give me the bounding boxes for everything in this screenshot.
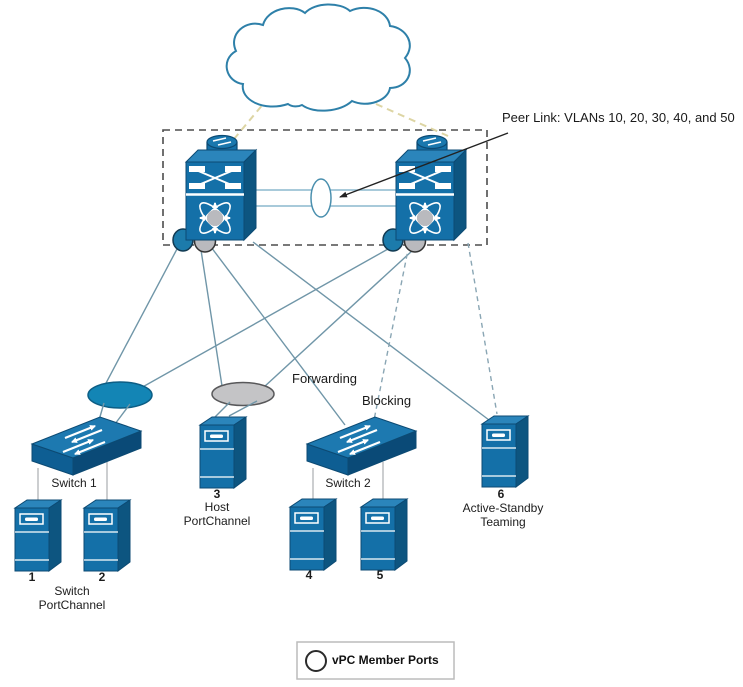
dashed-links — [373, 242, 498, 421]
switch1-icon — [32, 417, 141, 475]
label-connectors — [37, 462, 384, 505]
vpc-member-port-circles — [172, 228, 427, 253]
server5-icon — [360, 498, 408, 571]
legend — [296, 641, 455, 680]
active-standby-teaming-caption: Active-Standby Teaming — [462, 501, 544, 529]
link-active-teaming — [252, 241, 490, 421]
server2-number: 2 — [98, 570, 106, 584]
peer-link — [246, 178, 396, 218]
link-blocking — [373, 244, 410, 421]
legend-vpc-member-ports-label: vPC Member Ports — [332, 653, 439, 667]
network-cloud-icon — [225, 3, 411, 112]
solid-links — [104, 241, 490, 426]
server3-number: 3 — [213, 487, 221, 501]
switch-portchannel-ellipse — [87, 381, 153, 409]
server6-number: 6 — [497, 487, 505, 501]
link-nexus1-host-pc — [200, 249, 223, 387]
link-nexus2-switch1-pc — [138, 248, 389, 390]
switch1-label: Switch 1 — [51, 476, 97, 490]
switch2-label: Switch 2 — [325, 476, 371, 490]
server1-number: 1 — [28, 570, 36, 584]
host-portchannel-caption: Host PortChannel — [183, 500, 251, 528]
peer-link-label: Peer Link: VLANs 10, 20, 30, 40, and 50 — [502, 110, 735, 125]
link-nexus1-switch1-pc — [104, 248, 178, 386]
switch-portchannel-caption: Switch PortChannel — [38, 584, 106, 612]
forwarding-label: Forwarding — [292, 371, 358, 386]
server4-number: 4 — [305, 568, 313, 582]
nexus-switch-left-icon — [186, 136, 256, 241]
vpc-member-port-legend-icon — [305, 650, 327, 672]
cloud-uplinks — [233, 96, 449, 140]
link-nexus2-host-pc — [263, 249, 414, 388]
server3-host-icon — [199, 416, 247, 489]
server4-icon — [289, 498, 337, 571]
server1-icon — [14, 499, 62, 572]
peer-link-annotation-arrow — [339, 132, 509, 198]
link-standby-teaming — [467, 242, 498, 415]
server6-teaming-icon — [481, 415, 529, 488]
link-forwarding — [207, 242, 346, 426]
vpc-domain-dashed-box — [162, 129, 488, 246]
server5-number: 5 — [376, 568, 384, 582]
switch2-icon — [307, 417, 416, 475]
blocking-label: Blocking — [362, 393, 412, 408]
host-portchannel-ellipse — [211, 381, 275, 407]
peer-link-portchannel-ellipse — [310, 178, 332, 218]
nexus-switch-right-icon — [396, 136, 466, 241]
server2-icon — [83, 499, 131, 572]
